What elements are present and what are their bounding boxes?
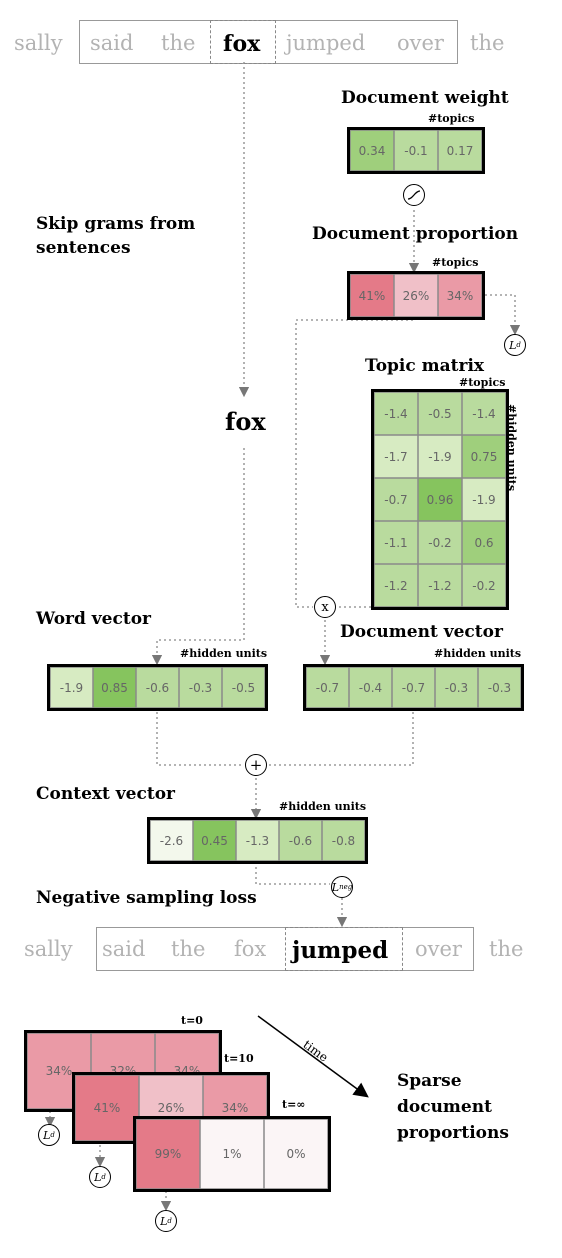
context-to-negloss	[255, 862, 330, 885]
wordvec-to-plus	[156, 712, 244, 766]
context-vector-dim: #hidden units	[279, 800, 367, 813]
topic-cell: -0.2	[418, 521, 462, 564]
t10-label: t=10	[224, 1052, 254, 1065]
sentence-word: fox	[223, 31, 261, 57]
sentence-word: the	[171, 937, 206, 961]
skipgram-label: Skip grams from sentences	[36, 214, 196, 258]
doc-vector-label: Document vector	[340, 622, 503, 642]
cell: -0.1	[394, 130, 438, 171]
cell: 41%	[75, 1075, 139, 1141]
sentence-word: the	[489, 937, 524, 961]
cell: 0.85	[93, 667, 136, 708]
sparse-label: Sparse document proportions	[397, 1071, 509, 1143]
cell: -0.6	[136, 667, 179, 708]
sentence-word: sally	[14, 31, 63, 55]
topic-matrix-dim: #topics	[459, 376, 506, 389]
topic-cell: 0.96	[418, 478, 462, 521]
doc-weight-label: Document weight	[341, 88, 509, 108]
word-vector-dim: #hidden units	[180, 647, 268, 660]
cell: -2.6	[150, 820, 193, 861]
sentence-word: sally	[24, 937, 73, 961]
sentence-word: jumped	[286, 31, 366, 55]
topic-cell: -1.4	[462, 392, 506, 435]
sentence-word: said	[102, 937, 146, 961]
sentence-word: jumped	[292, 937, 389, 964]
topic-cell: -0.7	[374, 478, 418, 521]
topic-cell: -1.4	[374, 392, 418, 435]
cell: 0%	[264, 1119, 328, 1189]
cell: 0.45	[193, 820, 236, 861]
sentence-word: fox	[234, 937, 267, 961]
doc-proportion-label: Document proportion	[312, 224, 519, 244]
topic-cell: -1.9	[462, 478, 506, 521]
sentence-word: over	[415, 937, 462, 961]
topic-cell: -1.9	[418, 435, 462, 478]
plus-operator: +	[245, 754, 267, 776]
multiply-operator: x	[314, 596, 336, 618]
proportion-to-loss	[480, 294, 521, 336]
doc-weight-dim: #topics	[428, 112, 475, 125]
word-vector-label: Word vector	[36, 609, 151, 629]
tinf-label: t=∞	[282, 1098, 306, 1111]
top-window-box	[210, 20, 276, 64]
cell: -0.3	[478, 667, 521, 708]
cell: 99%	[136, 1119, 200, 1189]
cell: -1.9	[50, 667, 93, 708]
doc-proportion-vector: 41%26%34%	[347, 271, 485, 320]
proportion-tinf: 99%1%0%	[133, 1116, 331, 1192]
neg-sampling-label: Negative sampling loss	[36, 888, 257, 908]
cell: -0.4	[349, 667, 392, 708]
center-word: fox	[225, 407, 266, 436]
center-word-connector	[151, 448, 245, 666]
topic-cell: 0.6	[462, 521, 506, 564]
sentence-word: the	[161, 31, 196, 55]
topic-cell: 0.75	[462, 435, 506, 478]
cell: 0.34	[350, 130, 394, 171]
cell: -1.3	[236, 820, 279, 861]
doc-proportion-dim: #topics	[432, 256, 479, 269]
time-arrow	[257, 1015, 369, 1098]
cell: -0.5	[222, 667, 265, 708]
topic-cell: -1.7	[374, 435, 418, 478]
cell: 34%	[438, 274, 482, 317]
doc-vector-dim: #hidden units	[434, 647, 522, 660]
topic-cell: -0.2	[462, 564, 506, 607]
cell: -0.3	[179, 667, 222, 708]
cell: 41%	[350, 274, 394, 317]
cell: 0.17	[438, 130, 482, 171]
sentence-word: the	[470, 31, 505, 55]
context-vector-label: Context vector	[36, 784, 175, 804]
t0-label: t=0	[181, 1014, 203, 1027]
doc-vector: -0.7-0.4-0.7-0.3-0.3	[303, 664, 524, 711]
sigmoid-operator	[403, 184, 425, 206]
topic-cell: -1.2	[418, 564, 462, 607]
cell: -0.3	[435, 667, 478, 708]
sentence-word: over	[397, 31, 444, 55]
topic-cell: -1.2	[374, 564, 418, 607]
sentence-word: said	[90, 31, 134, 55]
cell: 1%	[200, 1119, 264, 1189]
topic-cell: -0.5	[418, 392, 462, 435]
cell: -0.6	[279, 820, 322, 861]
topic-cell: -1.1	[374, 521, 418, 564]
cell: -0.8	[322, 820, 365, 861]
topic-matrix-label: Topic matrix	[365, 356, 485, 376]
cell: 26%	[394, 274, 438, 317]
cell: -0.7	[306, 667, 349, 708]
sigmoid-icon	[407, 190, 421, 200]
docvec-to-plus	[268, 712, 414, 766]
bottom-window-box	[285, 927, 403, 971]
cell: -0.7	[392, 667, 435, 708]
